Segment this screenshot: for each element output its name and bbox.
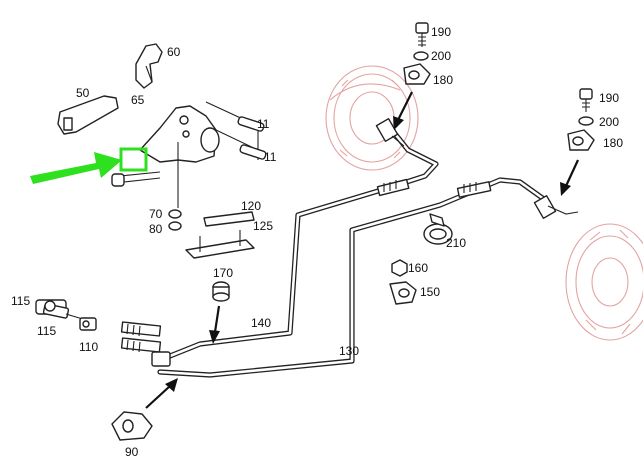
cable-140 [157, 127, 439, 363]
clip-150 [389, 281, 417, 305]
label-180-upper: 180 [433, 73, 453, 87]
label-190-lower: 190 [599, 91, 619, 105]
mount-90 [111, 411, 153, 441]
lever-bracket [111, 101, 259, 208]
label-11-lower: 11 [264, 150, 277, 164]
label-90: 90 [125, 445, 139, 459]
label-140: 140 [251, 316, 271, 330]
cable-130 [157, 177, 551, 378]
grommet-170 [212, 281, 230, 302]
clip-180-lower [567, 129, 595, 151]
cable-end-fittings [120, 118, 579, 367]
clip-180-upper [403, 63, 431, 85]
bolt-190-lower [579, 88, 593, 112]
label-150: 150 [420, 285, 440, 299]
brake-drum-left [325, 65, 419, 171]
label-160: 160 [408, 261, 428, 275]
label-200-upper: 200 [431, 49, 451, 63]
bracket-125 [185, 230, 255, 259]
washer-70 [168, 209, 182, 219]
highlight-arrow [30, 152, 122, 184]
label-200-lower: 200 [599, 115, 619, 129]
nut-80 [168, 221, 182, 231]
brake-drum-right [565, 223, 643, 341]
label-80: 80 [149, 222, 163, 236]
label-210: 210 [446, 236, 466, 250]
highlight-box [119, 147, 148, 172]
label-125: 125 [253, 219, 273, 233]
pin-11-upper [237, 116, 265, 132]
washer-200-upper [413, 51, 429, 61]
pointer-arrow-180-lower [560, 159, 579, 196]
clamp-210 [423, 213, 453, 245]
label-60: 60 [167, 45, 181, 59]
pin-11-lower [239, 144, 267, 160]
label-180-lower: 180 [603, 136, 623, 150]
label-115-upper: 115 [11, 294, 30, 308]
label-190-upper: 190 [431, 25, 451, 39]
label-170: 170 [213, 266, 233, 280]
pointer-arrow-170 [209, 305, 221, 344]
pointer-arrow-180-upper [393, 91, 413, 130]
nut-160 [391, 259, 408, 277]
label-70: 70 [149, 207, 163, 221]
adjuster-115 [35, 299, 87, 321]
fitting-110 [79, 317, 97, 331]
label-130: 130 [339, 344, 359, 358]
label-120: 120 [241, 199, 261, 213]
pointer-arrow-90 [145, 378, 178, 409]
label-115-lower: 115 [37, 324, 56, 338]
label-50: 50 [76, 86, 90, 100]
label-110: 110 [79, 340, 98, 354]
washer-200-lower [578, 116, 594, 126]
label-65: 65 [131, 93, 145, 107]
plate-120 [203, 211, 255, 227]
cover-50 [57, 95, 119, 135]
label-11-upper: 11 [257, 117, 270, 131]
bolt-190-upper [415, 22, 429, 47]
cover-60 [135, 43, 163, 89]
